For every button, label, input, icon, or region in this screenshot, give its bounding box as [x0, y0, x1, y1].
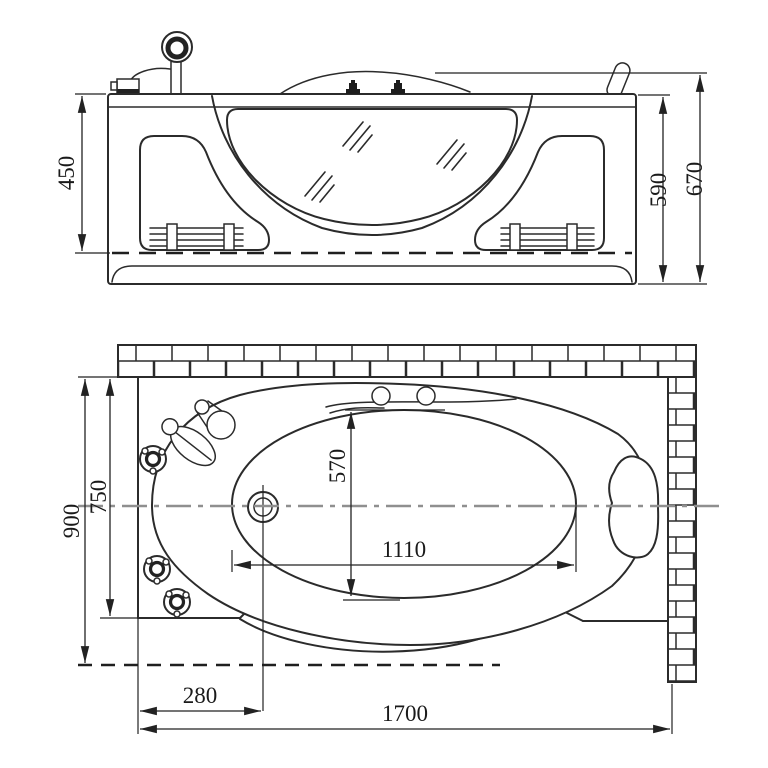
dim-label-450: 450	[54, 156, 79, 191]
deck-knob-right	[416, 386, 436, 406]
dim-label-670: 670	[682, 162, 707, 197]
dimension-900: 900	[59, 376, 118, 663]
side-panel-right	[474, 135, 605, 251]
dimension-570: 570	[325, 409, 445, 601]
brick-wall-top	[117, 344, 697, 378]
dimension-750: 750	[86, 379, 138, 619]
towel-rail-left	[149, 223, 244, 251]
dimension-280: 280	[137, 618, 261, 734]
dim-label-280: 280	[183, 683, 218, 708]
front-elevation-view: 450 590 670	[54, 31, 707, 285]
headrest-pillow	[608, 455, 660, 559]
dim-label-570: 570	[325, 449, 350, 484]
dim-label-590: 590	[646, 173, 671, 208]
brick-wall-right	[667, 376, 697, 683]
dim-label-900: 900	[59, 504, 84, 539]
dimension-1110: 1110	[231, 505, 577, 572]
bowl-frame-curve	[211, 95, 533, 236]
deck-knob-icons	[346, 80, 405, 94]
grab-bar-end	[329, 406, 385, 414]
grab-bar	[325, 398, 517, 408]
water-jets	[139, 445, 191, 618]
dimension-1700: 1700	[140, 684, 673, 734]
dim-label-1700: 1700	[382, 701, 428, 726]
dim-label-1110: 1110	[382, 537, 426, 562]
side-panel-left	[139, 135, 270, 251]
dimension-590: 590	[638, 94, 671, 282]
glass-panel	[226, 108, 518, 226]
deck-knob-left	[371, 386, 391, 406]
dimension-670: 670	[435, 72, 707, 285]
faucet-set	[161, 399, 236, 467]
shower-head-icon	[110, 31, 193, 95]
dimension-450: 450	[54, 93, 110, 254]
front-apron-line	[111, 265, 633, 283]
backrest-arc	[279, 70, 471, 95]
plan-view: 900 750 570 1110 280 1700	[59, 344, 720, 734]
dim-label-750: 750	[86, 480, 111, 515]
glass-reflection-marks	[304, 121, 467, 203]
towel-rail-right	[500, 223, 595, 251]
mixer-knob	[206, 410, 236, 440]
tub-basin	[231, 409, 577, 599]
